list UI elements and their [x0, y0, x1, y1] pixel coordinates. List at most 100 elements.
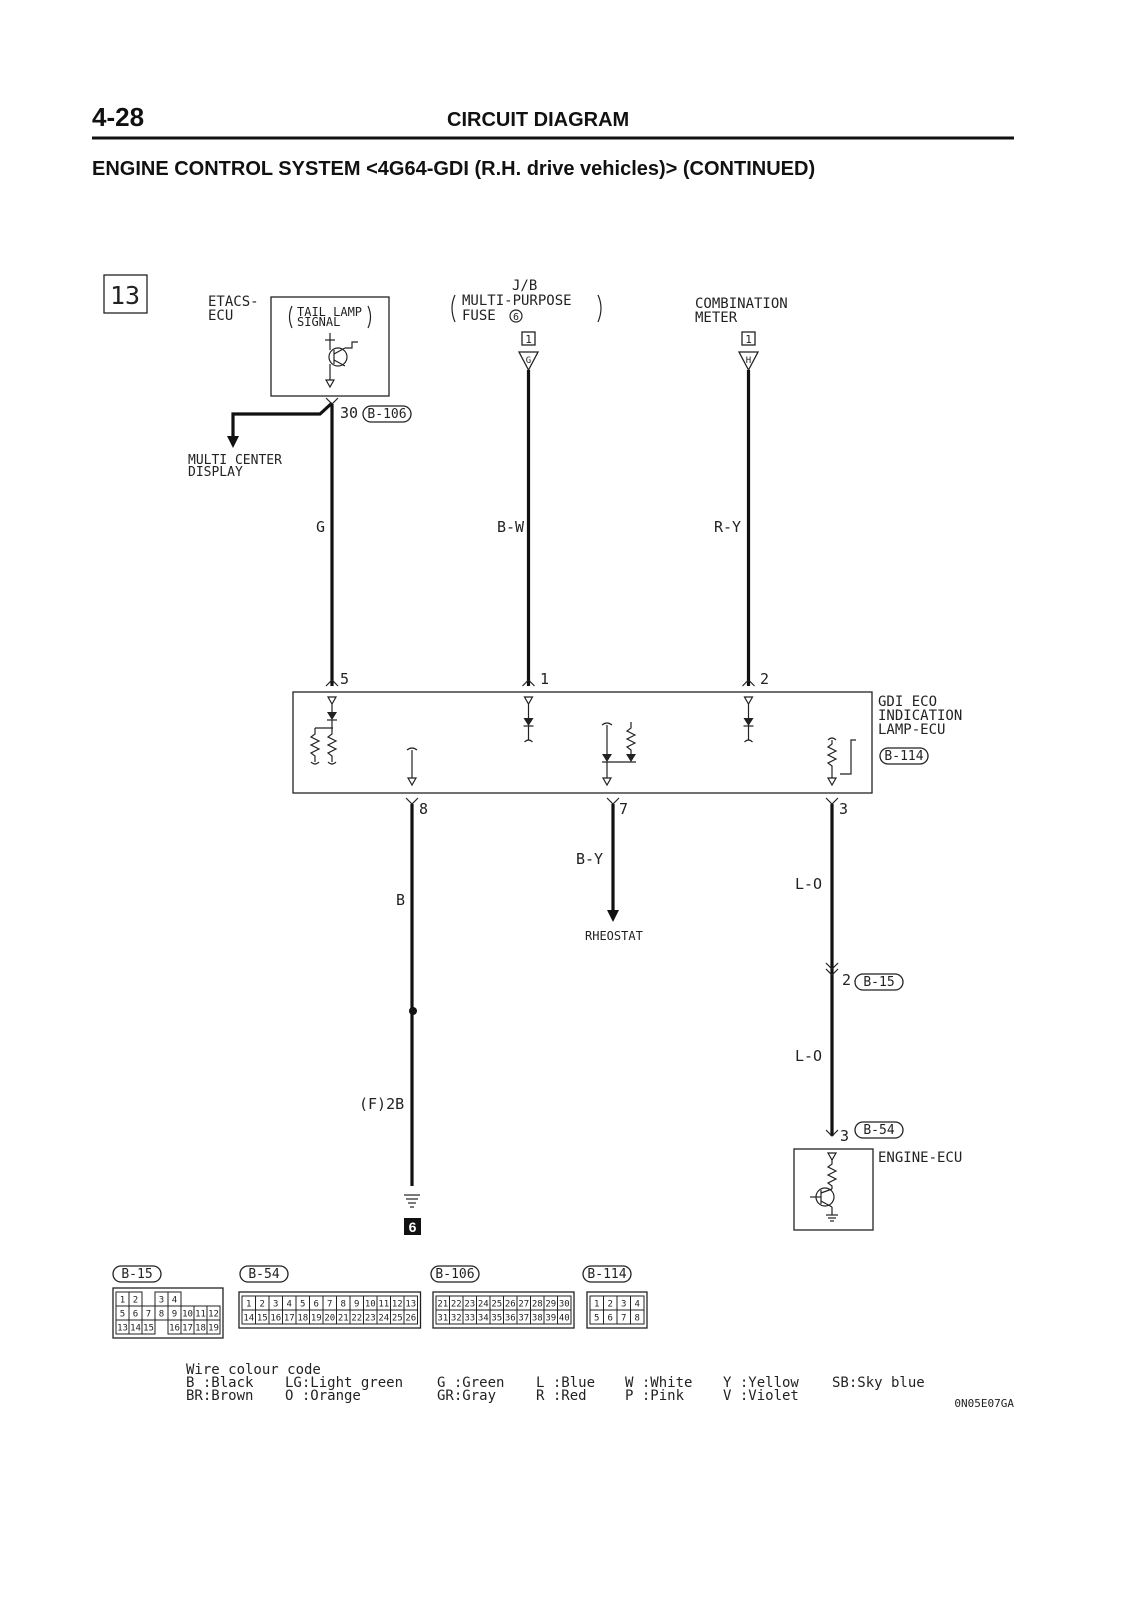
jb-fuse-label-2: FUSE [462, 308, 496, 324]
arrow-rheostat [607, 910, 619, 922]
b-114-face-badge [582, 1265, 632, 1283]
etacs-connector-badge [362, 405, 412, 423]
eco-pin-2: 2 [760, 670, 769, 688]
b-54-pin-number: 7 [327, 1300, 332, 1310]
eco-pin-5: 5 [340, 670, 349, 688]
sheet-number: 13 [110, 281, 140, 310]
b-54-pin-number: 8 [341, 1300, 346, 1310]
legend-brown: BR:Brown [186, 1388, 253, 1404]
meter-terminal-letter: H [746, 356, 751, 366]
b54-connector: B-54 [863, 1123, 894, 1138]
wire-multi-center-display [231, 401, 334, 440]
etacs-label-2: ECU [208, 308, 233, 324]
b-15-pin-cell [206, 1319, 221, 1335]
b-54-pin-number: 19 [311, 1314, 322, 1324]
eco-label-2: INDICATION [878, 708, 962, 724]
eco-terminal-3-mark [825, 797, 839, 805]
b-114-pin-number: 6 [608, 1314, 613, 1324]
b-106-face-badge [430, 1265, 480, 1283]
wire-g-label: G [316, 518, 325, 536]
b-106-pin-number: 24 [478, 1300, 489, 1310]
b-106-pin-number: 27 [518, 1300, 529, 1310]
b-106-pin-cell [557, 1309, 572, 1325]
rheostat-label: RHEOSTAT [585, 929, 643, 943]
multi-center-label-1: MULTI CENTER [188, 453, 282, 468]
b-54-pin-number: 14 [243, 1314, 254, 1324]
sheet-number-box [103, 274, 148, 314]
b-15-pin-number: 19 [208, 1324, 219, 1334]
engine-pin: 3 [840, 1127, 849, 1145]
b-106-pin-number: 39 [545, 1314, 556, 1324]
b-54-pin-number: 5 [300, 1300, 305, 1310]
meter-label-2: METER [695, 310, 738, 326]
eco-output-8-circuit-icon [406, 747, 418, 787]
legend-blue: L :Blue [536, 1375, 595, 1391]
b-54-face-badge [239, 1265, 289, 1283]
b-114-pin-number: 2 [608, 1300, 613, 1310]
b-15-pin-number: 18 [195, 1324, 206, 1334]
etacs-connector: B-106 [367, 407, 406, 422]
b-54-pin-number: 1 [246, 1300, 251, 1310]
ground-number: 6 [409, 1219, 417, 1235]
b-54-pin-number: 13 [405, 1300, 416, 1310]
eco-input-5-circuit-icon [309, 696, 338, 765]
wire-b-label: B [396, 891, 405, 909]
eco-pin-7: 7 [619, 800, 628, 818]
b-106-pin-number: 22 [451, 1300, 462, 1310]
b-106-face-housing [432, 1291, 575, 1329]
meter-connector-tag [741, 331, 756, 346]
b-114-pin-number: 1 [594, 1300, 599, 1310]
legend-title: Wire colour code [186, 1362, 321, 1378]
b-15-pin-number: 15 [143, 1324, 154, 1334]
b-15-pin-number: 9 [172, 1310, 177, 1320]
gdi-eco-indication-lamp-ecu-box [292, 691, 873, 794]
b-15-pin-number: 12 [208, 1310, 219, 1320]
b-54-face-label: B-54 [248, 1267, 279, 1282]
b-15-pin-number: 3 [159, 1296, 164, 1306]
wire-l-o-label: L-O [795, 875, 822, 893]
b-54-pin-cell [403, 1309, 418, 1325]
etacs-paren-right [367, 305, 372, 329]
b-54-pin-number: 26 [405, 1314, 416, 1324]
b-15-face-housing [112, 1287, 224, 1339]
b-15-pin-number: 8 [159, 1310, 164, 1320]
b-106-pin-number: 35 [491, 1314, 502, 1324]
legend-black: B :Black [186, 1375, 254, 1391]
b-15-pin-number: 10 [182, 1310, 193, 1320]
b-54-pin-number: 12 [392, 1300, 403, 1310]
meter-terminal-triangle [737, 351, 760, 372]
b-114-pin-cell [630, 1309, 645, 1325]
b-54-pin-number: 18 [297, 1314, 308, 1324]
b-106-pin-number: 32 [451, 1314, 462, 1324]
etacs-paren-left [288, 305, 293, 329]
b-15-pin-number: 4 [172, 1296, 177, 1306]
b-54-pin-number: 3 [273, 1300, 278, 1310]
b-15-pin-number: 14 [130, 1324, 141, 1334]
b-114-face-label: B-114 [587, 1267, 626, 1282]
b-15-pin-number: 5 [120, 1310, 125, 1320]
b-54-pin-number: 17 [284, 1314, 295, 1324]
jb-connector-tag-label: 1 [525, 333, 532, 346]
eco-terminal-2-mark [742, 679, 755, 687]
b54-connector-badge [854, 1121, 904, 1139]
jb-connector-tag [521, 331, 536, 346]
b-15-pin-number: 7 [146, 1310, 151, 1320]
legend-light-green: LG:Light green [285, 1375, 403, 1391]
legend-yellow: Y :Yellow [723, 1375, 799, 1391]
b15-connector-mark [825, 962, 839, 976]
b-106-pin-number: 28 [532, 1300, 543, 1310]
b-54-pin-number: 15 [257, 1314, 268, 1324]
b-54-pin-number: 11 [378, 1300, 389, 1310]
jb-terminal-letter: G [526, 356, 531, 366]
eco-label-1: GDI ECO [878, 694, 937, 710]
multi-center-label-2: DISPLAY [188, 465, 243, 480]
ground-icon [404, 1194, 420, 1208]
eco-input-2-circuit-icon [743, 696, 754, 743]
b-106-pin-number: 25 [491, 1300, 502, 1310]
figure-code: 0N05E07GA [954, 1397, 1014, 1410]
eco-label-3: LAMP-ECU [878, 722, 945, 738]
engine-ecu-label: ENGINE-ECU [878, 1150, 962, 1166]
b-106-pin-number: 33 [464, 1314, 475, 1324]
